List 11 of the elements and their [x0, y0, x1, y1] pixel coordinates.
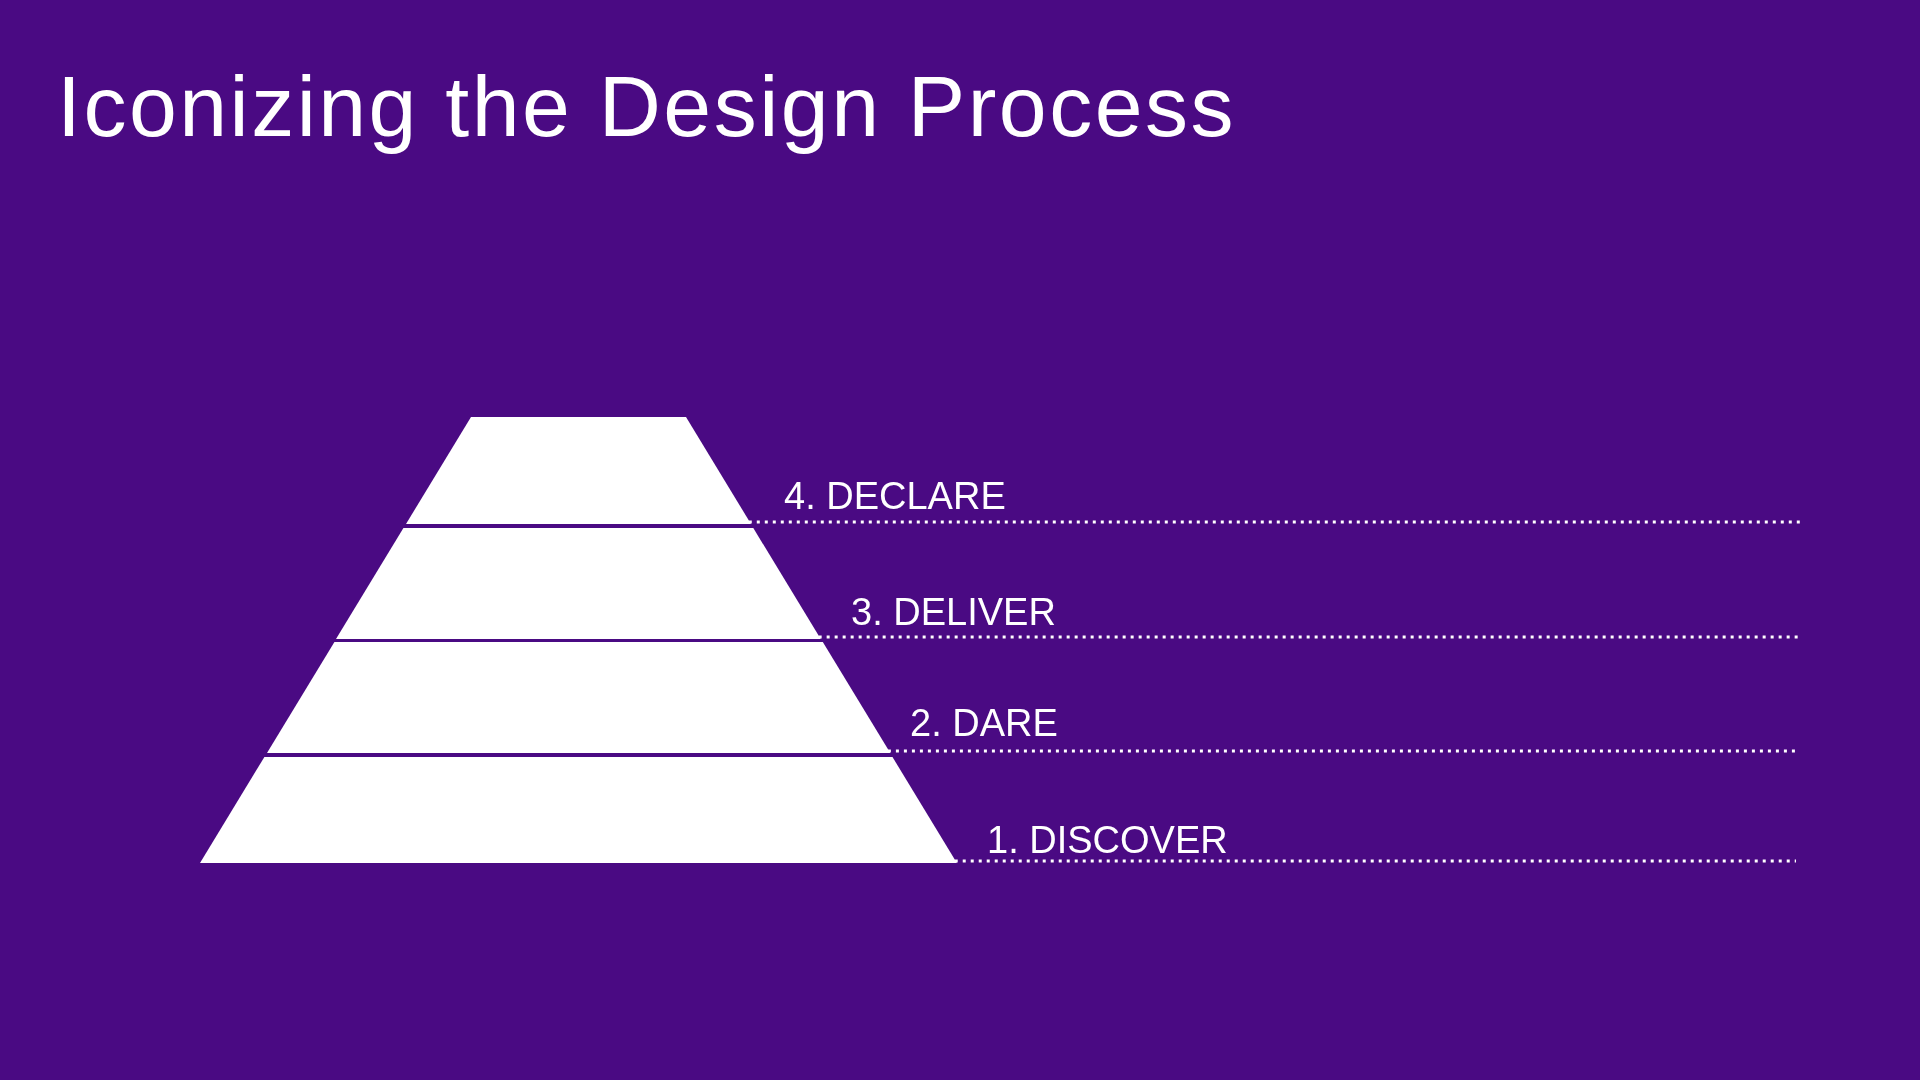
slide-title: Iconizing the Design Process [57, 57, 1236, 156]
tier-label: 3. DELIVER [851, 593, 1056, 631]
pyramid-tier [336, 528, 821, 639]
pyramid-tier [406, 417, 751, 524]
tier-label: 4. DECLARE [784, 477, 1006, 515]
leader-line [748, 520, 1802, 524]
pyramid-tier [200, 757, 957, 863]
tier-label: 2. DARE [910, 704, 1058, 742]
tier-label: 1. DISCOVER [987, 821, 1228, 859]
leader-line [954, 859, 1796, 863]
pyramid-tier [266, 642, 891, 753]
